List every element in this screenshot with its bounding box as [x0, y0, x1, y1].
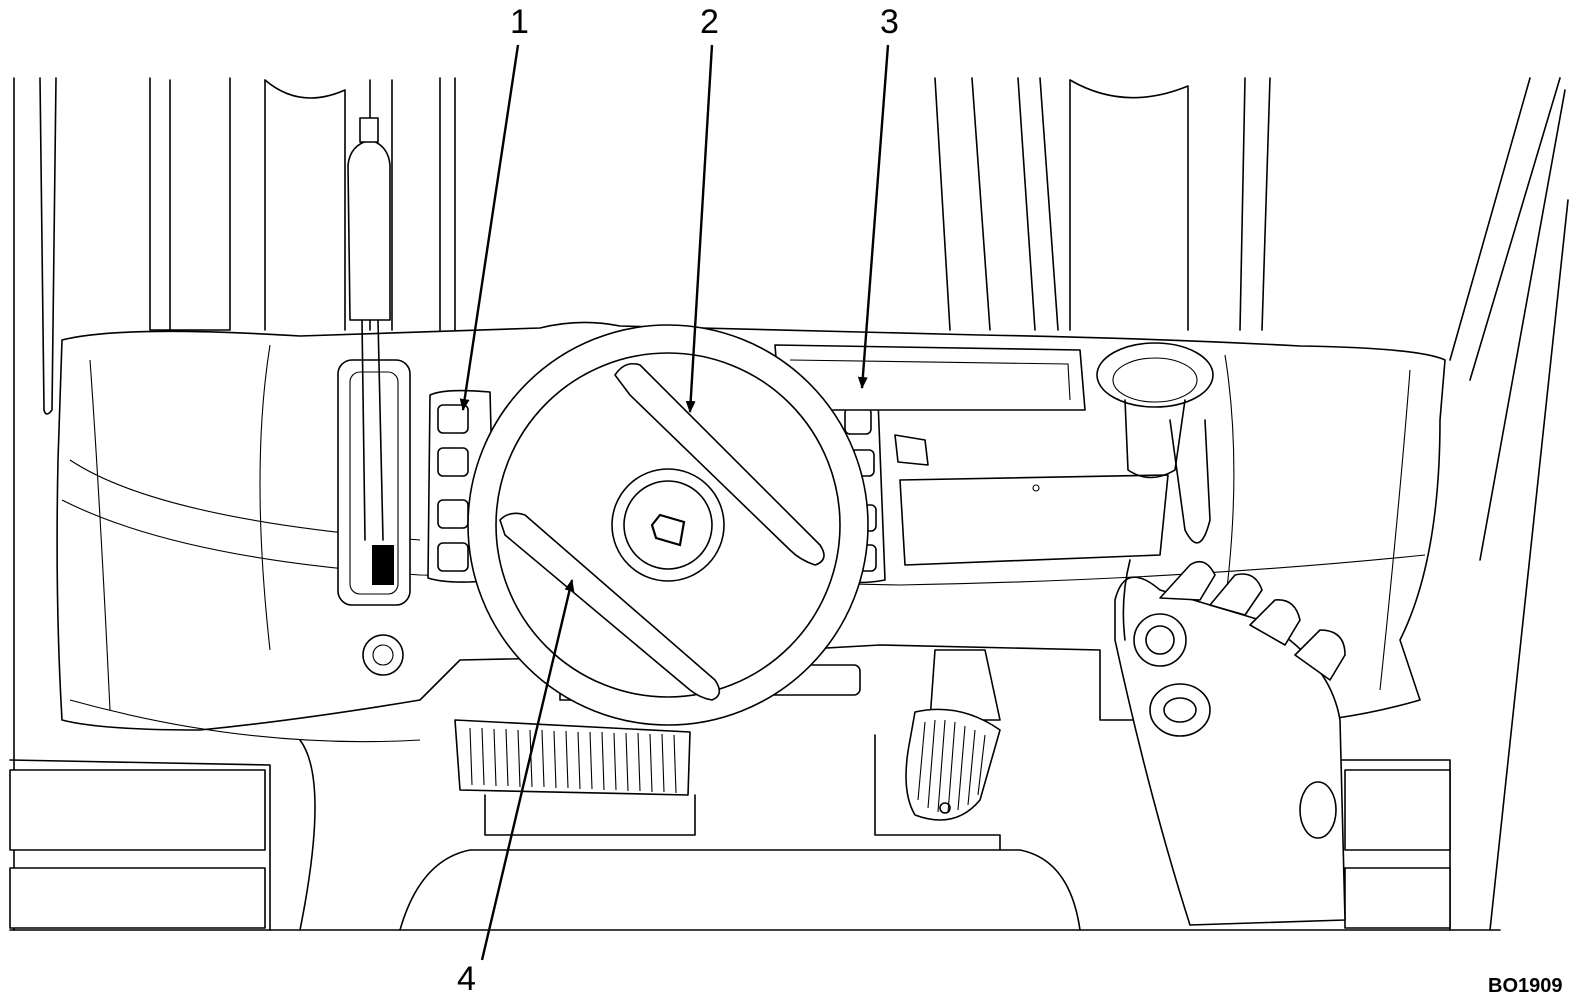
floor-plate — [9, 739, 1501, 931]
accelerator-pedal — [874, 649, 1001, 851]
drawing-code: BO1909 — [1488, 975, 1563, 995]
callout-leaders — [459, 44, 890, 961]
callout-4-label: 4 — [457, 960, 476, 995]
cup-holder — [1096, 342, 1214, 544]
dash-tray — [774, 344, 1169, 566]
mast-uprights — [13, 77, 1569, 931]
callout-3-leader — [857, 44, 890, 389]
callout-1-leader — [459, 44, 520, 411]
steering-wheel — [467, 324, 869, 726]
callout-2-leader — [685, 44, 714, 413]
lever-slot — [337, 117, 411, 676]
callout-1-label: 1 — [510, 3, 529, 41]
callout-2-label: 2 — [700, 3, 719, 41]
hydraulic-control-levers — [1114, 559, 1346, 926]
brake-pedal — [454, 719, 696, 836]
callout-3-label: 3 — [880, 3, 899, 41]
callout-4-leader — [480, 579, 575, 961]
